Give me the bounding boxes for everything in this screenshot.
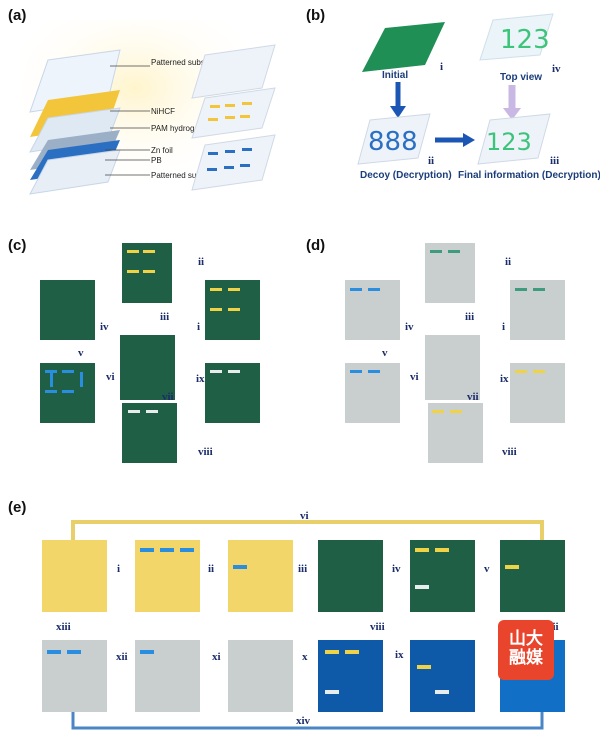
roman-c-vi: vi: [106, 371, 115, 383]
panel-e: (e) vi xiv: [8, 499, 565, 730]
label-top-view: Top view: [500, 72, 542, 83]
roman-e-xi: xi: [212, 651, 221, 663]
panel-b-label: (b): [306, 7, 325, 24]
bracket-vi: [71, 520, 544, 540]
panel-b: (b) Initial i 123 Top view iv 888 ii Dec…: [306, 7, 600, 181]
c-tile-left-top: [40, 280, 95, 340]
label-patterned-substrate-bottom: Patterned substrate: [151, 171, 221, 180]
roman-e-iii: iii: [298, 563, 307, 575]
e-tile-1: [42, 540, 107, 612]
roman-e-x: x: [302, 651, 308, 663]
panel-a: (a) Patterned substrate NiHCF PAM hydrog…: [8, 7, 276, 195]
panel-e-label: (e): [8, 499, 26, 516]
roman-d-ix: ix: [500, 373, 509, 385]
roman-e-vi-top: vi: [300, 510, 309, 522]
roman-e-v: v: [484, 563, 490, 575]
e-tile-10: [228, 640, 293, 712]
roman-e-viii: viii: [370, 621, 385, 633]
roman-e-ix: ix: [395, 649, 404, 661]
e-tile-3: [228, 540, 293, 612]
layer-digits-top: [191, 44, 276, 99]
label-initial: Initial: [382, 70, 408, 81]
layer-digits-yellow: [191, 87, 276, 139]
roman-d-vii: vii: [467, 391, 479, 403]
roman-b-i: i: [440, 61, 443, 73]
c-tile-center: [120, 335, 175, 400]
panel-a-label: (a): [8, 7, 26, 24]
decoy-sheet: [357, 113, 431, 165]
panel-d: (d) i ii iii iv v vi vii viii ix: [306, 237, 565, 463]
top-view-digits: 123: [500, 25, 550, 55]
roman-d-iii: iii: [465, 311, 474, 323]
bracket-xiv: [71, 712, 544, 730]
roman-e-i: i: [117, 563, 120, 575]
roman-c-ii: ii: [198, 256, 204, 268]
roman-d-viii: viii: [502, 446, 517, 458]
e-tile-6: [500, 540, 565, 612]
label-zn-foil: Zn foil: [151, 146, 173, 155]
label-pb: PB: [151, 156, 162, 165]
roman-b-ii: ii: [428, 155, 434, 167]
e-tile-8: [410, 640, 475, 712]
roman-b-iii: iii: [550, 155, 559, 167]
label-nihcf: NiHCF: [151, 107, 175, 116]
roman-c-vii: vii: [162, 391, 174, 403]
label-pam-hydrogel: PAM hydrogel: [151, 124, 201, 133]
e-tile-4: [318, 540, 383, 612]
roman-d-i: i: [502, 321, 505, 333]
panel-c: (c) i ii iii iv v vi vii viii ix: [8, 237, 260, 463]
label-decoy: Decoy (Decryption): [360, 170, 452, 181]
final-sheet: [477, 113, 551, 165]
decoy-digits: 888: [368, 127, 418, 157]
roman-b-iv: iv: [552, 63, 561, 75]
roman-e-ii: ii: [208, 563, 214, 575]
initial-green-sheet: [362, 22, 445, 72]
watermark-logo: 山大融媒: [498, 620, 554, 680]
roman-c-ix: ix: [196, 373, 205, 385]
roman-d-vi: vi: [410, 371, 419, 383]
d-tile-center: [425, 335, 480, 400]
roman-c-v: v: [78, 347, 84, 359]
roman-d-iv: iv: [405, 321, 414, 333]
label-final: Final information (Decryption): [458, 170, 600, 181]
panel-c-label: (c): [8, 237, 26, 254]
roman-d-ii: ii: [505, 256, 511, 268]
panel-d-label: (d): [306, 237, 325, 254]
final-digits: 123: [486, 128, 532, 156]
layer-patterned-substrate-bottom: [29, 149, 121, 195]
roman-c-iii: iii: [160, 311, 169, 323]
layer-digits-blue: [191, 134, 276, 191]
roman-e-xii: xii: [116, 651, 128, 663]
roman-e-xiv: xiv: [296, 715, 311, 727]
label-patterned-substrate-top: Patterned substrate: [151, 58, 221, 67]
top-view-sheet: [479, 13, 554, 61]
roman-c-i: i: [197, 321, 200, 333]
roman-e-iv: iv: [392, 563, 401, 575]
roman-e-xiii: xiii: [56, 621, 71, 633]
roman-c-iv: iv: [100, 321, 109, 333]
roman-d-v: v: [382, 347, 388, 359]
roman-c-viii: viii: [198, 446, 213, 458]
